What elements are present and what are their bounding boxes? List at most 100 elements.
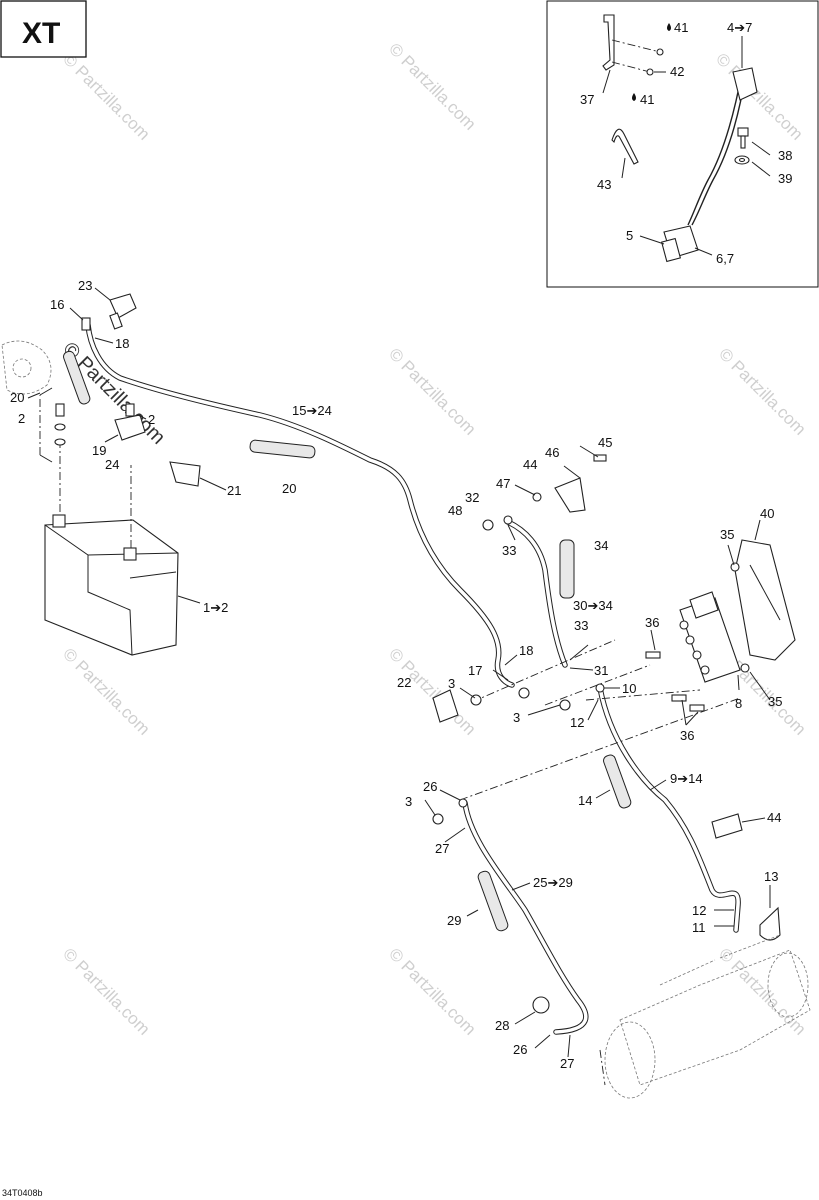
terminal-19 — [114, 414, 146, 441]
callout-3: 3 — [513, 710, 520, 725]
callout-12: 12 — [692, 903, 706, 918]
sleeve-34 — [559, 539, 575, 599]
callout-47: 47 — [496, 476, 510, 491]
cable-9-14 — [597, 685, 741, 933]
callout-2: 2 — [18, 411, 25, 426]
boot-44 — [711, 813, 743, 839]
bolt-2 — [125, 403, 135, 417]
drop-icon — [667, 23, 671, 31]
callout-41: 41 — [640, 92, 654, 107]
callout-13: 13 — [764, 869, 778, 884]
harness-clip — [732, 67, 758, 101]
callout-27: 27 — [435, 841, 449, 856]
watermark: © Partzilla.com — [59, 644, 153, 738]
callout-3: 3 — [405, 794, 412, 809]
bracket-40 — [734, 539, 796, 661]
callout-36: 36 — [645, 615, 659, 630]
callout-40: 40 — [760, 506, 774, 521]
bolt-45 — [593, 454, 607, 462]
callout-5: 5 — [626, 228, 633, 243]
callout-38: 38 — [778, 148, 792, 163]
bracket-37 — [602, 14, 615, 71]
nut-48 — [482, 519, 494, 531]
callout-33: 33 — [502, 543, 516, 558]
callout-39: 39 — [778, 171, 792, 186]
positive-cable-15-24 — [85, 322, 515, 688]
starter-motor — [604, 934, 811, 1099]
callout-35: 35 — [768, 694, 782, 709]
watermark: © Partzilla.com — [715, 944, 809, 1038]
callout-24: 24 — [105, 457, 119, 472]
battery-terminal — [52, 514, 66, 528]
callout-25-29: 25➔29 — [533, 875, 573, 890]
watermark-dark: © Partzilla.com — [58, 338, 169, 449]
screw-36 — [645, 651, 661, 659]
callout-32: 32 — [465, 490, 479, 505]
callout-2: 2 — [148, 412, 155, 427]
watermark: © Partzilla.com — [59, 49, 153, 143]
bolt-16 — [81, 317, 91, 331]
leader-lines — [27, 287, 771, 1058]
solenoid-8 — [679, 591, 741, 683]
watermark: © Partzilla.com — [715, 344, 809, 438]
callout-44: 44 — [523, 457, 537, 472]
nut-3 — [432, 813, 444, 825]
callout-20: 20 — [282, 481, 296, 496]
callout-41: 41 — [674, 20, 688, 35]
callout-21: 21 — [227, 483, 241, 498]
washer — [54, 423, 66, 431]
boot-22 — [432, 689, 459, 723]
sleeve-14 — [603, 754, 632, 809]
bolt-2 — [55, 403, 65, 417]
battery — [44, 514, 179, 656]
callout-17: 17 — [468, 663, 482, 678]
watermark: © Partzilla.com — [385, 944, 479, 1038]
nut-icon — [656, 48, 664, 56]
engine-outline — [1, 340, 52, 395]
callout-45: 45 — [598, 435, 612, 450]
screw-38 — [737, 127, 749, 137]
drawing-reference: 34T0408b — [2, 1188, 43, 1198]
boot-28 — [532, 996, 550, 1014]
model-badge: XT — [0, 0, 87, 58]
terminal-cap-23 — [109, 293, 137, 319]
washer — [54, 438, 66, 446]
screw-36 — [671, 694, 687, 702]
callout-27: 27 — [560, 1056, 574, 1071]
callout-15-24: 15➔24 — [292, 403, 332, 418]
sleeve-29 — [477, 870, 509, 932]
boot-13 — [759, 906, 781, 941]
callout-22: 22 — [397, 675, 411, 690]
callout-4-7: 4➔7 — [727, 20, 752, 35]
watermark: © Partzilla.com — [712, 49, 806, 143]
callout-26: 26 — [513, 1042, 527, 1057]
callout-10: 10 — [622, 681, 636, 696]
drop-icon — [632, 93, 636, 101]
callout-44: 44 — [767, 810, 781, 825]
watermark: © Partzilla.com — [385, 39, 479, 133]
callout-26: 26 — [423, 779, 437, 794]
callout-19: 19 — [92, 443, 106, 458]
callout-12: 12 — [570, 715, 584, 730]
callout-43: 43 — [597, 177, 611, 192]
callout-46: 46 — [545, 445, 559, 460]
tie-strap-43 — [611, 128, 639, 165]
callout-31: 31 — [594, 663, 608, 678]
callout-23: 23 — [78, 278, 92, 293]
callout-8: 8 — [735, 696, 742, 711]
callout-28: 28 — [495, 1018, 509, 1033]
clamp-46 — [554, 477, 586, 513]
callout-48: 48 — [448, 503, 462, 518]
callout-11: 11 — [692, 920, 706, 935]
callout-1-2: 1➔2 — [203, 600, 228, 615]
terminal-boot-21 — [169, 461, 201, 487]
callout-37: 37 — [580, 92, 594, 107]
screw-36 — [689, 704, 705, 712]
nut-3 — [518, 687, 530, 699]
washer-35 — [730, 562, 740, 572]
callout-35: 35 — [720, 527, 734, 542]
callout-16: 16 — [50, 297, 64, 312]
watermark-layer: © Partzilla.com © Partzilla.com © Partzi… — [58, 39, 809, 1038]
sleeve-20 — [63, 350, 91, 405]
